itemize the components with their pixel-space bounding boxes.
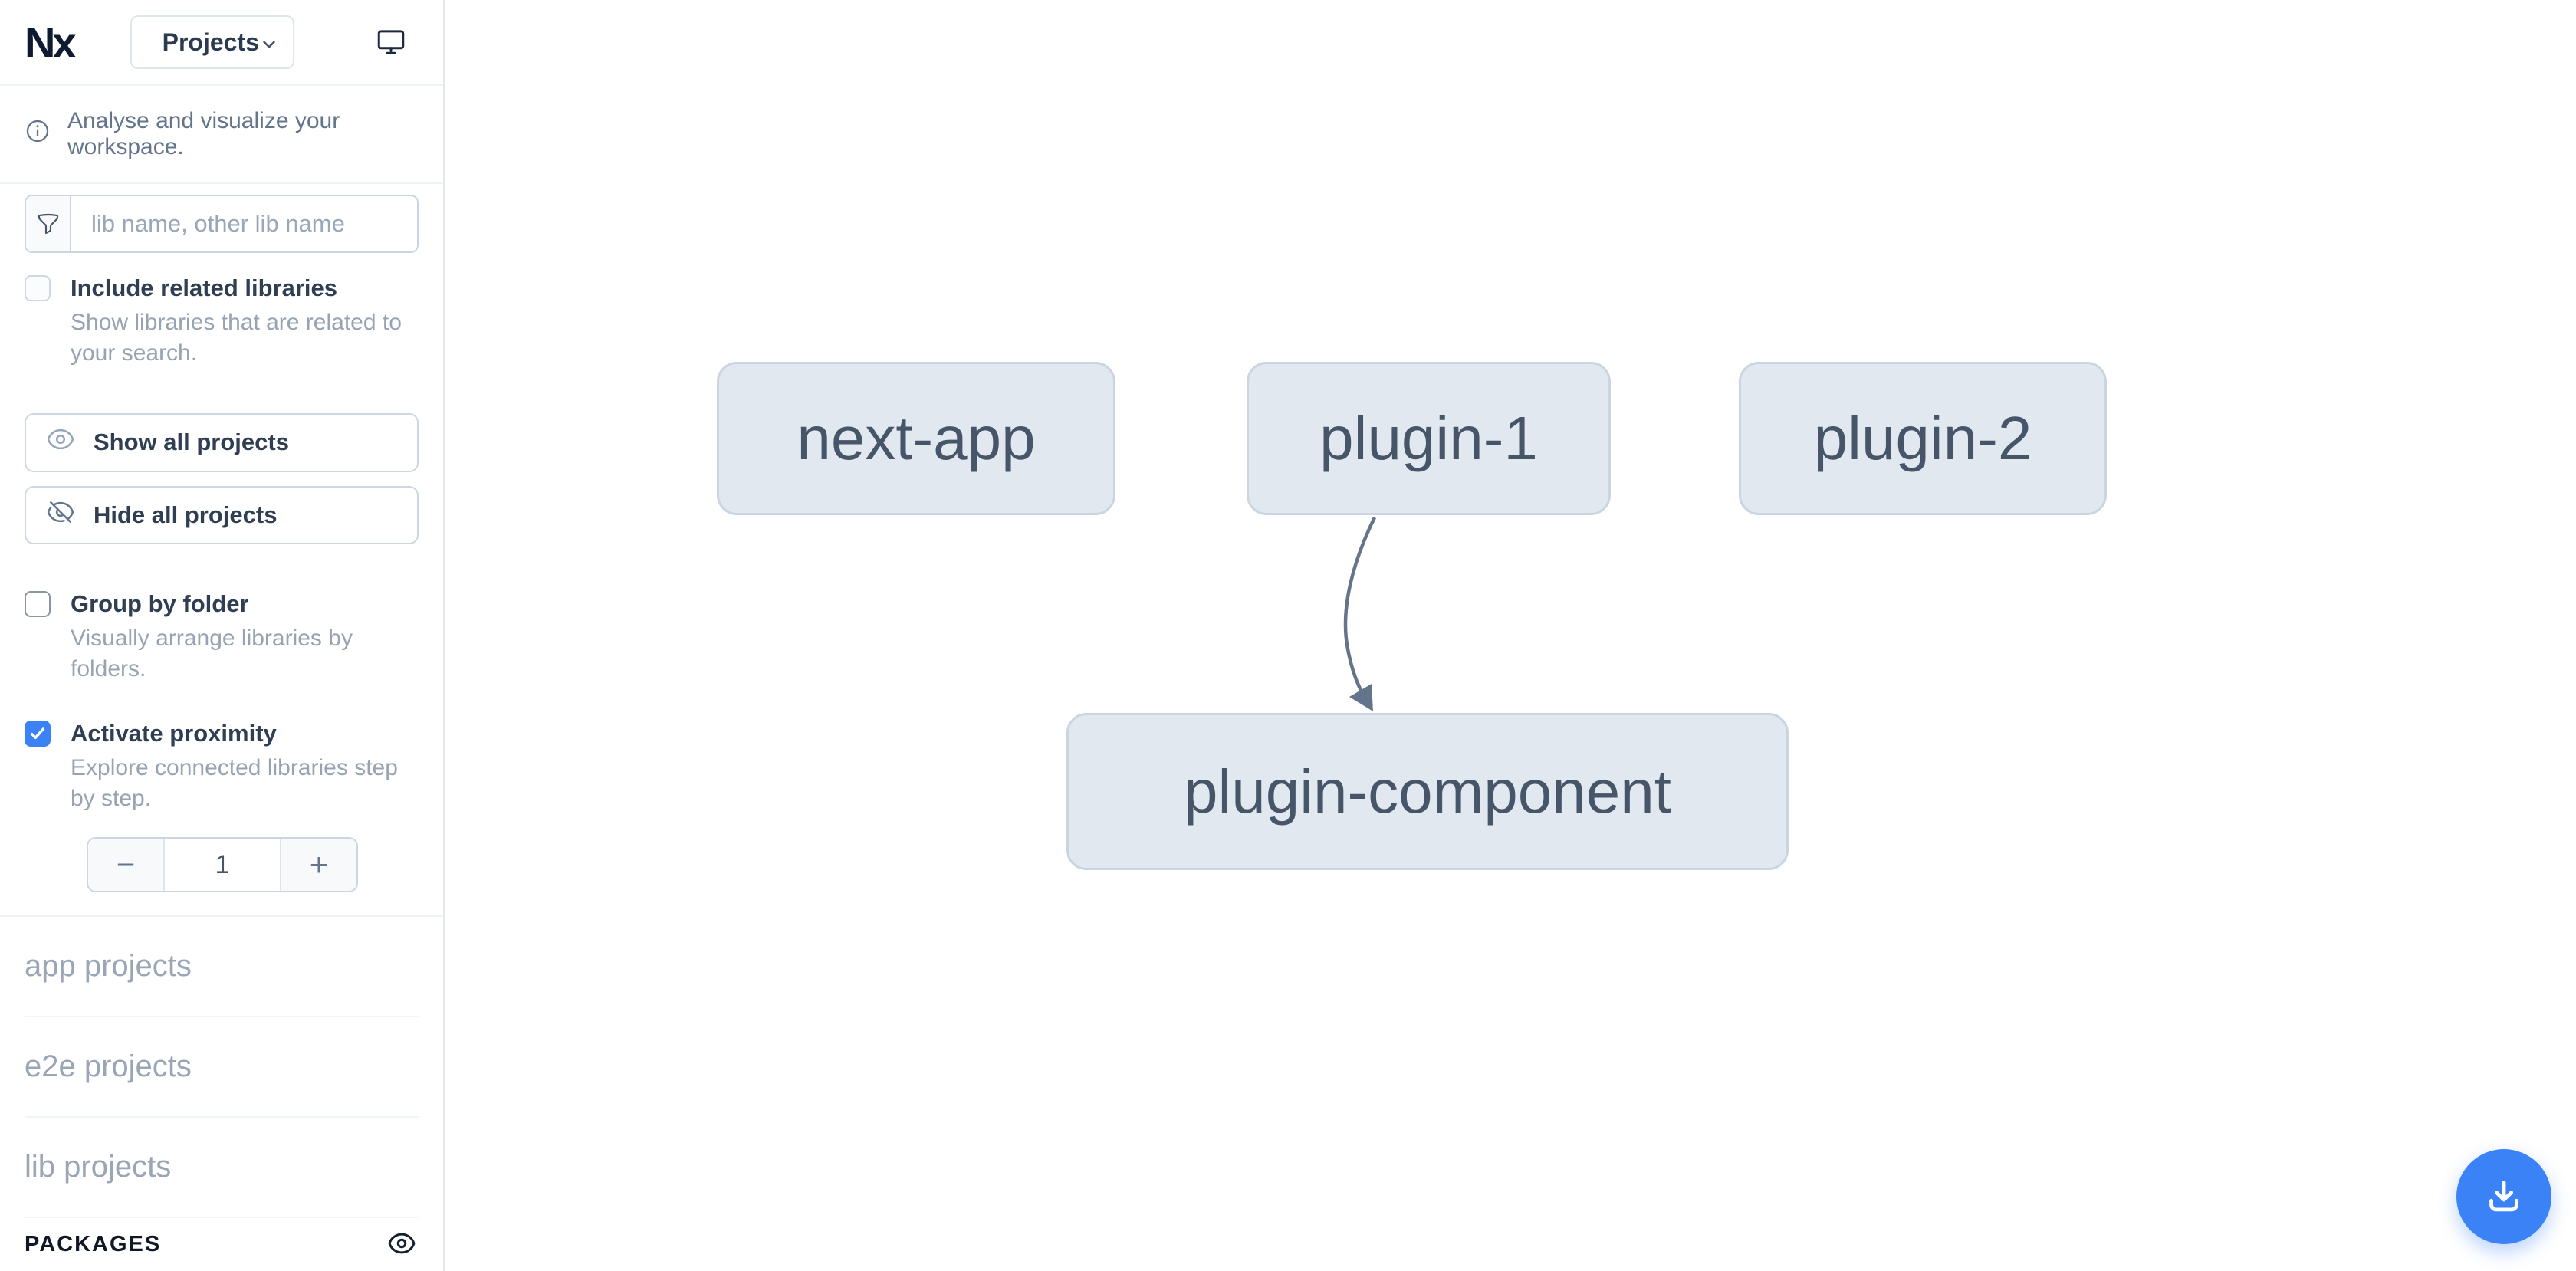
download-button[interactable] <box>2456 1149 2551 1244</box>
activate-proximity-row: Activate proximity Explore connected lib… <box>25 718 419 814</box>
graph-node-plugin-2[interactable]: plugin-2 <box>1739 362 2107 515</box>
packages-label: PACKAGES <box>25 1232 162 1257</box>
graph-node-plugin-component[interactable]: plugin-component <box>1066 713 1789 870</box>
section-lib-projects[interactable]: lib projects <box>25 1118 419 1219</box>
group-by-folder-row: Group by folder Visually arrange librari… <box>25 589 419 685</box>
proximity-stepper: − 1 + <box>87 836 358 893</box>
workspace-banner: Analyse and visualize your workspace. <box>0 86 443 184</box>
banner-text: Analyse and visualize your workspace. <box>67 108 340 159</box>
include-related-row: Include related libraries Show libraries… <box>25 273 419 369</box>
chevron-down-icon <box>259 32 279 52</box>
include-related-checkbox[interactable] <box>25 275 51 302</box>
section-e2e-projects[interactable]: e2e projects <box>25 1017 419 1118</box>
packages-row: PACKAGES <box>25 1218 419 1271</box>
view-select-label: Projects <box>162 28 259 56</box>
show-all-projects-label: Show all projects <box>94 429 289 456</box>
activate-proximity-checkbox[interactable] <box>25 720 51 747</box>
filter-icon <box>26 196 71 252</box>
group-by-folder-label[interactable]: Group by folder <box>71 590 249 617</box>
display-options-button[interactable] <box>373 24 409 61</box>
arrowhead <box>1349 684 1373 711</box>
proximity-value[interactable]: 1 <box>165 838 280 892</box>
section-app-projects[interactable]: app projects <box>25 917 419 1018</box>
nx-logo[interactable]: Nx <box>25 18 77 67</box>
graph-canvas[interactable]: next-app plugin-1 plugin-2 plugin-compon… <box>445 0 2576 1271</box>
group-by-folder-description: Visually arrange libraries by folders. <box>71 625 353 681</box>
hide-all-projects-button[interactable]: Hide all projects <box>25 485 419 544</box>
include-related-description: Show libraries that are related to your … <box>71 310 402 366</box>
dependency-edge-plugin1-to-plugin-component <box>1343 517 1377 711</box>
view-select[interactable]: Projects <box>130 15 294 69</box>
hide-all-projects-label: Hide all projects <box>94 501 278 528</box>
sidebar-header: Nx Projects <box>0 0 443 86</box>
group-by-folder-checkbox[interactable] <box>25 590 51 617</box>
proximity-decrement-button[interactable]: − <box>88 838 165 892</box>
download-icon <box>2482 1174 2526 1220</box>
proximity-increment-button[interactable]: + <box>280 838 356 892</box>
activate-proximity-label[interactable]: Activate proximity <box>71 719 277 747</box>
eye-icon <box>46 425 75 460</box>
show-all-projects-button[interactable]: Show all projects <box>25 413 419 472</box>
info-icon <box>25 118 51 150</box>
check-icon <box>30 727 45 739</box>
sidebar-content: Include related libraries Show libraries… <box>0 184 443 1271</box>
graph-node-plugin-1[interactable]: plugin-1 <box>1247 362 1611 515</box>
include-related-label[interactable]: Include related libraries <box>71 274 338 302</box>
packages-visibility-button[interactable] <box>385 1228 419 1262</box>
eye-off-icon <box>46 498 75 533</box>
eye-icon <box>387 1233 416 1260</box>
sidebar: Nx Projects Analyse and visualize your w… <box>0 0 445 1271</box>
sidebar-divider <box>0 915 443 918</box>
desktop-icon <box>375 29 407 60</box>
filter-input[interactable] <box>71 196 417 252</box>
filter-input-group <box>25 195 419 254</box>
activate-proximity-description: Explore connected libraries step by step… <box>71 754 398 811</box>
graph-node-next-app[interactable]: next-app <box>717 362 1116 515</box>
